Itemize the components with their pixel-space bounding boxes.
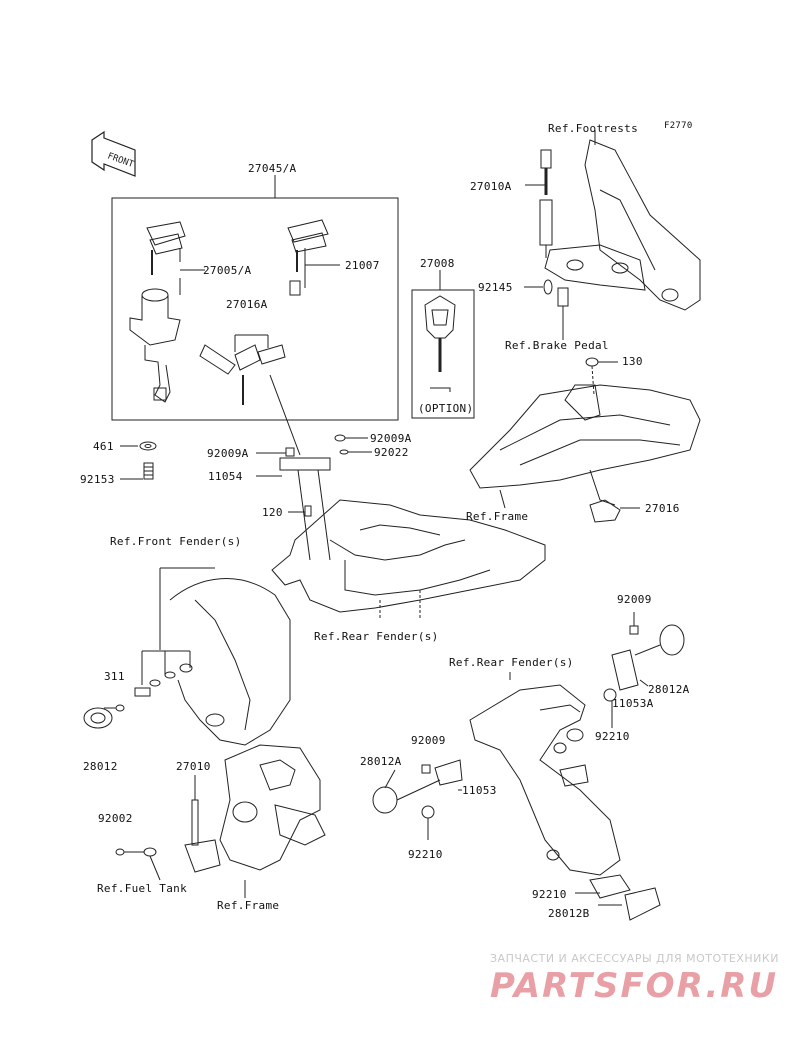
part-label-92022: 92022 [374,446,409,459]
part-label-11053a: 11053A [612,697,654,710]
option-label: (OPTION) [418,402,474,415]
part-label-28012b: 28012B [548,907,590,920]
part-label-130: 130 [622,355,643,368]
key-blank-icon [287,219,340,296]
part-label-92145: 92145 [478,281,513,294]
part-label-27045a: 27045/A [248,162,297,175]
part-label-461: 461 [93,440,114,453]
key-27016a-icon [199,334,286,405]
ref-label-fuel-tank: Ref.Fuel Tank [97,882,187,895]
front-arrow-icon: FRONT [91,130,136,177]
part-label-27016a: 27016A [226,298,268,311]
reflector-lower-left-icon [372,759,463,840]
lower-frame-icon [115,744,326,898]
ref-label-rear-fender-lower: Ref.Rear Fender(s) [449,656,574,669]
rear-fender-icon [271,499,546,618]
part-label-92009a-right: 92009A [370,432,412,445]
brake-switch-27010a-icon [524,149,569,340]
part-label-28012a-right: 28012A [648,683,690,696]
group-box-27045 [111,197,399,421]
bolt-92153-icon [120,462,154,480]
reflector-28012a-icon [603,612,685,728]
license-bracket-icon [469,672,661,921]
bolt-130-icon [585,357,618,396]
part-label-92210-bottom: 92210 [532,888,567,901]
option-key-icon [424,295,456,392]
part-label-92210-lower: 92210 [408,848,443,861]
ref-label-frame-lower: Ref.Frame [217,899,280,912]
part-label-11053: 11053 [462,784,497,797]
part-label-11054: 11054 [208,470,243,483]
key-set-icon [146,221,205,275]
part-label-92009-right: 92009 [617,593,652,606]
ref-label-rear-fender-upper: Ref.Rear Fender(s) [314,630,439,643]
washer-461-icon [120,441,157,451]
option-bracket [411,289,475,419]
footrest-bracket-icon [544,130,701,311]
part-label-92153: 92153 [80,473,115,486]
part-label-92002: 92002 [98,812,133,825]
part-label-27008: 27008 [420,257,455,270]
bracket-11054-icon [256,434,372,561]
part-label-27016: 27016 [645,502,680,515]
watermark-logo: PARTSFOR.RU [490,966,779,1006]
front-fender-icon [83,567,291,746]
part-label-28012a-lower: 28012A [360,755,402,768]
ref-label-front-fender: Ref.Front Fender(s) [110,535,242,548]
figure-code: F2770 [664,121,693,131]
front-arrow-text: FRONT [106,151,135,170]
part-label-21007: 21007 [345,259,380,272]
part-label-120: 120 [262,506,283,519]
ref-label-footrests: Ref.Footrests [548,122,638,135]
part-label-27010: 27010 [176,760,211,773]
part-label-311: 311 [104,670,125,683]
part-label-92009a-left: 92009A [207,447,249,460]
part-label-27005a: 27005/A [203,264,252,277]
ref-label-brake-pedal: Ref.Brake Pedal [505,339,609,352]
part-label-92009-lower: 92009 [411,734,446,747]
ref-label-frame-upper: Ref.Frame [466,510,529,523]
part-label-27010a: 27010A [470,180,512,193]
watermark-tagline: ЗАПЧАСТИ И АКСЕССУАРЫ ДЛЯ МОТОТЕХНИКИ [490,952,779,965]
ignition-switch-icon [129,278,181,403]
part-label-28012: 28012 [83,760,118,773]
part-label-92210-right: 92210 [595,730,630,743]
frame-icon [469,384,701,523]
